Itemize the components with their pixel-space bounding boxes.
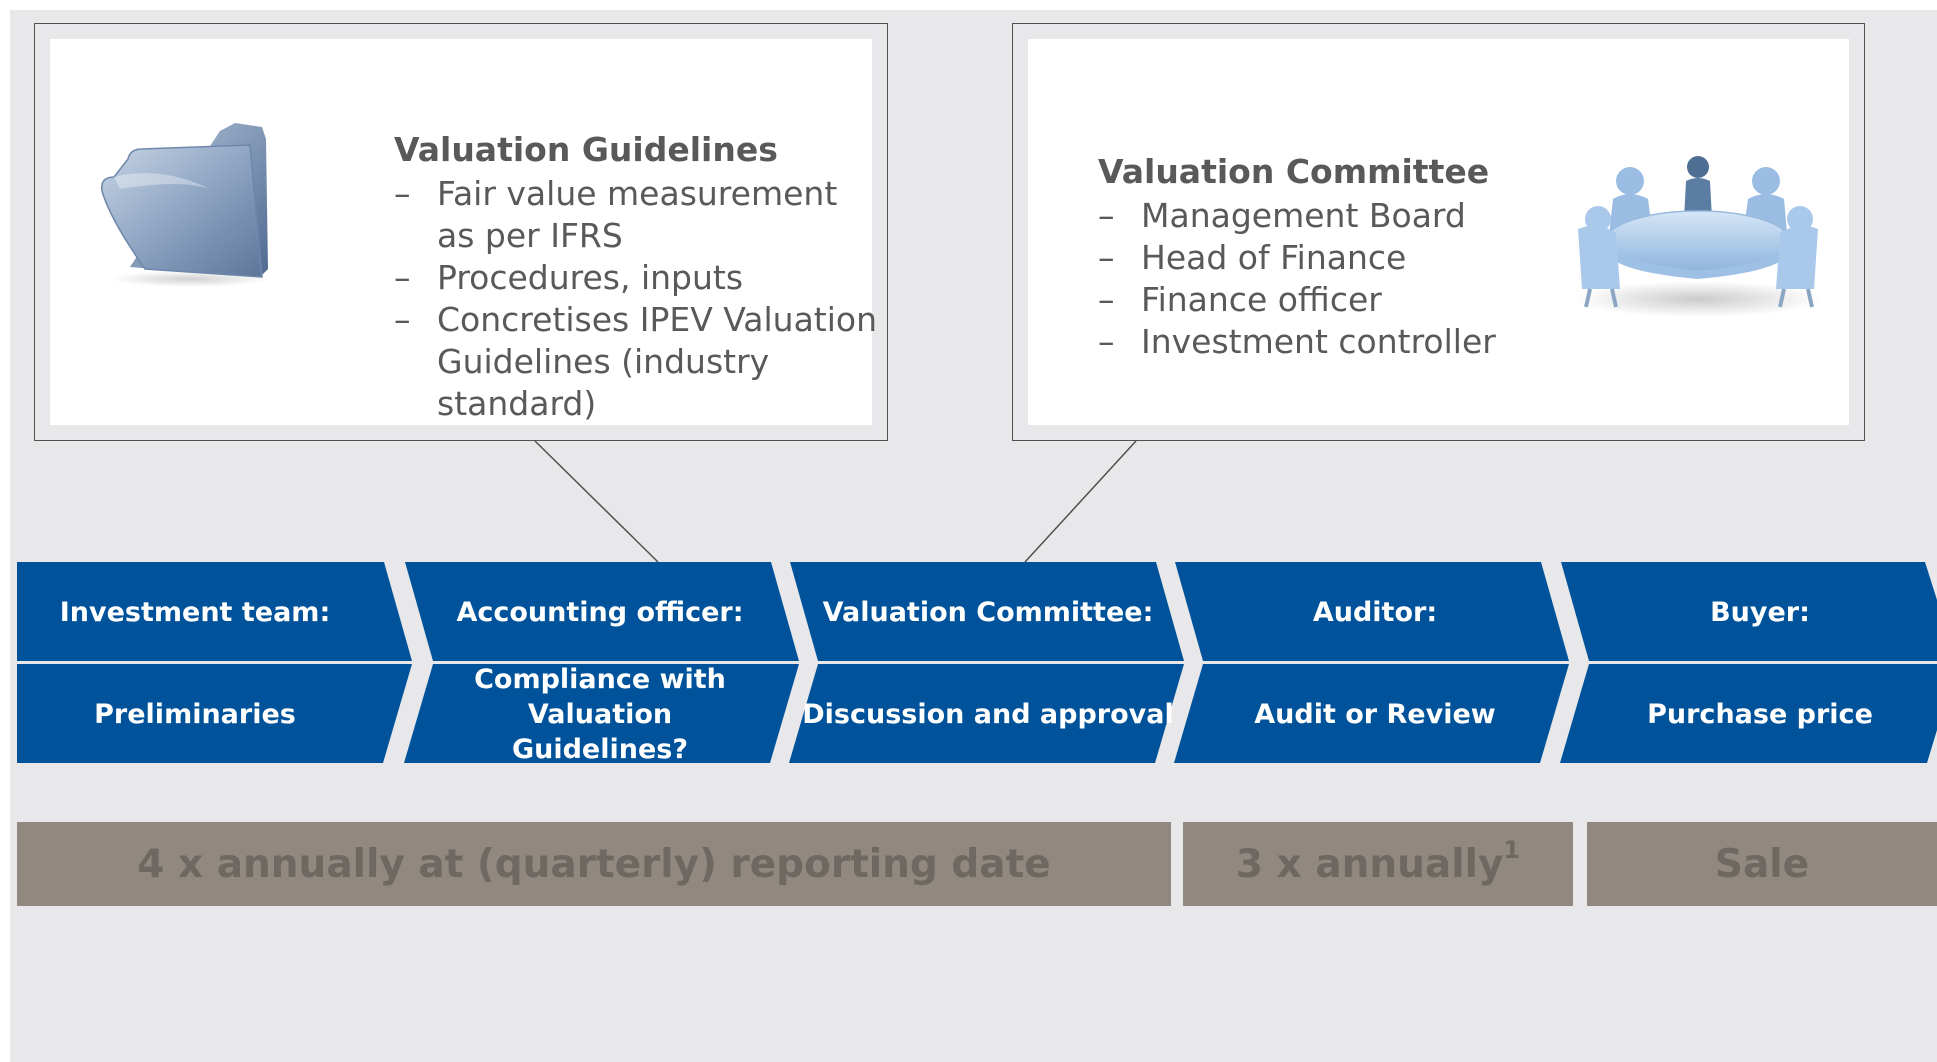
committee-title: Valuation Committee: [1098, 152, 1490, 191]
bullet-item: –Concretises IPEV Valuation Guidelines (…: [394, 299, 884, 425]
step-3-role: Valuation Committee:: [822, 596, 1154, 628]
meeting-table-icon: [1573, 156, 1823, 317]
bullet-text: Finance officer: [1141, 280, 1382, 319]
bullet-text: Fair value measurement as per IFRS: [437, 174, 838, 255]
step-5-role: Buyer:: [1710, 596, 1810, 628]
folder-icon: [101, 123, 270, 287]
committee-bullets: –Management Board –Head of Finance –Fina…: [1098, 195, 1558, 363]
dash-marker: –: [1098, 196, 1115, 235]
bullet-text: Head of Finance: [1141, 238, 1407, 277]
frequency-annual-label: 3 x annually: [1235, 841, 1504, 887]
step-5-task: Purchase price: [1647, 698, 1873, 730]
bullet-item: –Fair value measurement as per IFRS: [394, 173, 884, 257]
step-4-role: Auditor:: [1312, 596, 1438, 628]
committee-text: Valuation Committee –Management Board –H…: [1098, 149, 1558, 363]
frequency-sale-label: Sale: [1714, 841, 1810, 887]
dash-marker: –: [394, 258, 411, 297]
dash-marker: –: [1098, 322, 1115, 361]
chevron-step-2: [404, 562, 799, 763]
step-1-role: Investment team:: [59, 596, 331, 628]
bullet-text: Investment controller: [1141, 322, 1496, 361]
footnote-marker: 1: [1503, 836, 1521, 864]
guidelines-title: Valuation Guidelines: [394, 130, 778, 169]
frequency-sale-bar: Sale: [1587, 822, 1937, 906]
dash-marker: –: [1098, 280, 1115, 319]
valuation-guidelines-callout: Valuation Guidelines –Fair value measure…: [34, 23, 888, 441]
step-2-task: Compliance with Valuation Guidelines?: [474, 663, 726, 765]
chevron-step-1: [17, 562, 412, 763]
step-1-task: Preliminaries: [94, 698, 296, 730]
frequency-quarterly-bar: 4 x annually at (quarterly) reporting da…: [17, 822, 1171, 906]
dash-marker: –: [394, 300, 411, 339]
guidelines-text: Valuation Guidelines –Fair value measure…: [394, 127, 884, 425]
chevron-step-3: [789, 562, 1184, 763]
step-2-role: Accounting officer:: [456, 596, 744, 628]
dash-marker: –: [1098, 238, 1115, 277]
bullet-text: Concretises IPEV Valuation Guidelines (i…: [437, 300, 878, 423]
bullet-text: Procedures, inputs: [437, 258, 744, 297]
bullet-item: –Management Board: [1098, 195, 1558, 237]
dash-marker: –: [394, 174, 411, 213]
step-4-task: Audit or Review: [1254, 698, 1496, 730]
connector-committee: [1024, 440, 1137, 563]
bullet-text: Management Board: [1141, 196, 1466, 235]
step-3-task: Discussion and approval: [802, 698, 1174, 730]
callout-panel: Valuation Committee –Management Board –H…: [1028, 39, 1849, 425]
chevron-step-5: [1560, 562, 1937, 763]
connector-guidelines: [534, 440, 659, 563]
bullet-item: –Head of Finance: [1098, 237, 1558, 279]
bullet-item: –Investment controller: [1098, 321, 1558, 363]
guidelines-bullets: –Fair value measurement as per IFRS –Pro…: [394, 173, 884, 425]
bullet-item: –Finance officer: [1098, 279, 1558, 321]
chevron-step-4: [1174, 562, 1569, 763]
frequency-quarterly-label: 4 x annually at (quarterly) reporting da…: [137, 841, 1051, 887]
callout-panel: Valuation Guidelines –Fair value measure…: [50, 39, 877, 425]
bullet-item: –Procedures, inputs: [394, 257, 884, 299]
valuation-committee-callout: Valuation Committee –Management Board –H…: [1012, 23, 1865, 441]
